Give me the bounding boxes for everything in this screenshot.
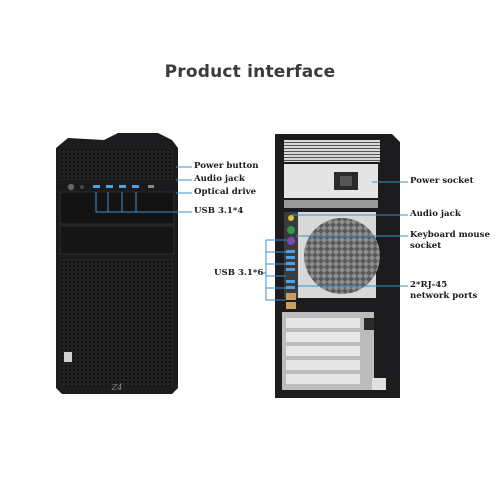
power-button-icon (67, 183, 75, 191)
fan-grill-icon (304, 218, 380, 294)
drive-eject-icon (148, 185, 154, 188)
front-tower: Z4 (56, 133, 178, 394)
sticker-icon (64, 352, 72, 362)
label-keyboard-mouse-2: socket (410, 241, 442, 251)
label-power-button: Power button (194, 161, 259, 171)
audio-jack-icon (288, 215, 294, 221)
usb-port-icon (132, 185, 139, 188)
label-optical-drive: Optical drive (194, 187, 257, 197)
usb-port-icon (106, 185, 113, 188)
ps2-socket-icon (287, 237, 295, 245)
label-rj45-2: network ports (410, 291, 478, 301)
audio-jack-icon (80, 185, 84, 189)
usb-port-icon (119, 185, 126, 188)
model-badge: Z4 (111, 383, 123, 392)
label-front-usb: USB 3.1*4 (194, 206, 244, 216)
rear-tower (275, 134, 400, 398)
label-keyboard-mouse-1: Keyboard mouse (410, 230, 490, 240)
label-rear-audio-jack: Audio jack (410, 209, 461, 219)
label-rj45-1: 2*RJ-45 (410, 280, 448, 290)
label-rear-usb: USB 3.1*6 (214, 268, 264, 278)
label-power-socket: Power socket (410, 176, 474, 186)
rj45-port-icon (286, 302, 296, 309)
page-title: Product interface (164, 62, 336, 82)
label-front-audio-jack: Audio jack (194, 174, 245, 184)
usb-port-icon (93, 185, 100, 188)
rj45-port-icon (286, 293, 296, 300)
front-callouts (95, 166, 192, 213)
ps2-socket-icon (287, 226, 295, 234)
rear-callouts (262, 181, 408, 301)
